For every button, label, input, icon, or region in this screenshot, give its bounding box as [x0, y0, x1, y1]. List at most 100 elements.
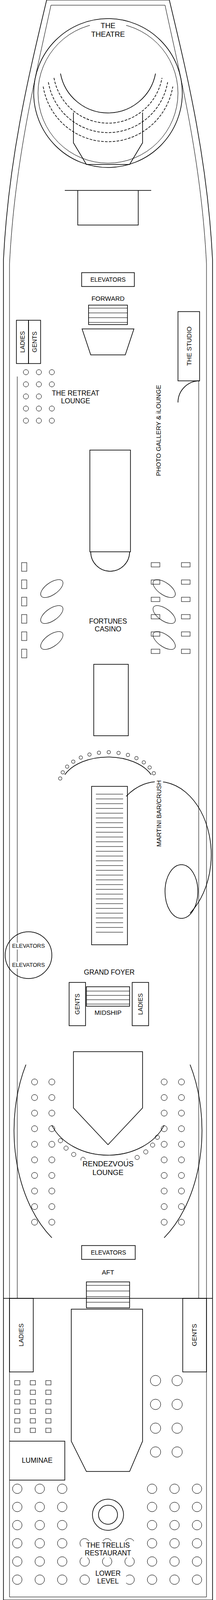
furniture: [171, 1396, 183, 1408]
furniture: [169, 1553, 180, 1564]
furniture: [31, 1154, 38, 1161]
room-label: LOWER LEVEL: [89, 1566, 127, 1584]
furniture: [45, 1387, 51, 1392]
furniture: [161, 1139, 168, 1146]
furniture: [58, 1136, 63, 1141]
stair: [88, 304, 128, 324]
furniture: [178, 1108, 185, 1115]
furniture: [95, 930, 124, 931]
furniture: [12, 1517, 23, 1528]
furniture: [181, 648, 191, 653]
furniture: [181, 561, 191, 566]
room-label: ELEVATORS: [89, 1246, 128, 1255]
furniture: [34, 1553, 45, 1564]
furniture: [142, 759, 146, 763]
restroom: [182, 1296, 207, 1370]
furniture: [178, 1201, 185, 1208]
furniture: [21, 630, 27, 640]
furniture: [30, 1425, 36, 1430]
furniture: [86, 1294, 130, 1295]
furniture: [79, 754, 83, 758]
furniture: [95, 802, 124, 803]
room-label: FORTUNES CASINO: [85, 616, 131, 633]
furniture: [95, 825, 124, 827]
furniture: [57, 1553, 67, 1564]
elevator-circle: [5, 930, 52, 977]
furniture: [23, 405, 29, 411]
core: [93, 663, 129, 735]
furniture: [178, 1076, 185, 1084]
furniture: [12, 1481, 23, 1491]
room-label-vertical: GENTS: [190, 1320, 199, 1345]
furniture: [95, 840, 124, 841]
furniture: [71, 758, 76, 763]
furniture: [147, 1481, 157, 1491]
furniture: [21, 596, 27, 605]
stair: [86, 1279, 130, 1306]
furniture: [97, 749, 101, 753]
furniture: [181, 596, 191, 601]
furniture: [178, 1216, 185, 1223]
furniture: [23, 381, 29, 387]
furniture: [65, 763, 69, 767]
core: [90, 550, 130, 571]
furniture: [31, 1139, 38, 1146]
room-label-vertical: MARTINI BAR/CRUSH: [154, 778, 163, 847]
furniture: [178, 1170, 185, 1177]
furniture: [178, 1092, 185, 1099]
furniture: [178, 1154, 185, 1161]
furniture: [48, 1076, 55, 1084]
furniture: [88, 312, 128, 313]
room-label: AFT: [101, 1265, 115, 1274]
furniture: [14, 1406, 20, 1411]
room-label: THE RETREAT LOUNGE: [48, 388, 103, 406]
furniture: [48, 1123, 55, 1130]
furniture: [169, 1517, 180, 1528]
furniture: [14, 1416, 20, 1421]
furniture: [95, 897, 124, 898]
furniture: [161, 1108, 168, 1115]
furniture: [34, 1499, 45, 1509]
furniture: [36, 381, 42, 387]
furniture: [95, 925, 124, 927]
furniture: [87, 751, 92, 755]
furniture: [150, 1420, 161, 1431]
inner-hull: [9, 5, 207, 1595]
furniture: [63, 1143, 69, 1149]
room-label: THE TRELLIS RESTAURANT: [81, 1538, 135, 1556]
furniture: [14, 1425, 20, 1430]
furniture: [79, 1572, 90, 1582]
furniture: [151, 630, 160, 636]
furniture: [86, 1002, 130, 1003]
furniture: [95, 892, 124, 893]
furniture: [48, 1201, 55, 1208]
divider: [3, 1295, 213, 1297]
furniture: [95, 864, 124, 865]
furniture: [95, 830, 124, 832]
furniture: [95, 878, 124, 879]
furniture: [181, 578, 191, 584]
furniture: [95, 887, 124, 889]
furniture: [150, 1444, 161, 1455]
room-label: ELEVATORS: [11, 940, 46, 949]
furniture: [60, 769, 65, 773]
furniture: [95, 921, 124, 922]
room-label: RENDEZVOUS LOUNGE: [81, 1157, 135, 1176]
furniture: [171, 1372, 183, 1384]
furniture: [95, 911, 124, 912]
furniture: [36, 368, 42, 375]
furniture: [49, 405, 55, 411]
furniture: [86, 1283, 130, 1284]
furniture: [31, 1216, 38, 1223]
furniture: [57, 1499, 67, 1509]
furniture: [95, 873, 124, 874]
room-label: MIDSHIP: [93, 1006, 123, 1015]
furniture: [48, 1216, 55, 1223]
furniture: [161, 1201, 168, 1208]
furniture: [36, 405, 42, 411]
furniture: [88, 321, 128, 323]
furniture: [45, 1378, 51, 1383]
furniture: [23, 393, 29, 399]
foyer: [82, 328, 134, 355]
furniture: [48, 1092, 55, 1099]
